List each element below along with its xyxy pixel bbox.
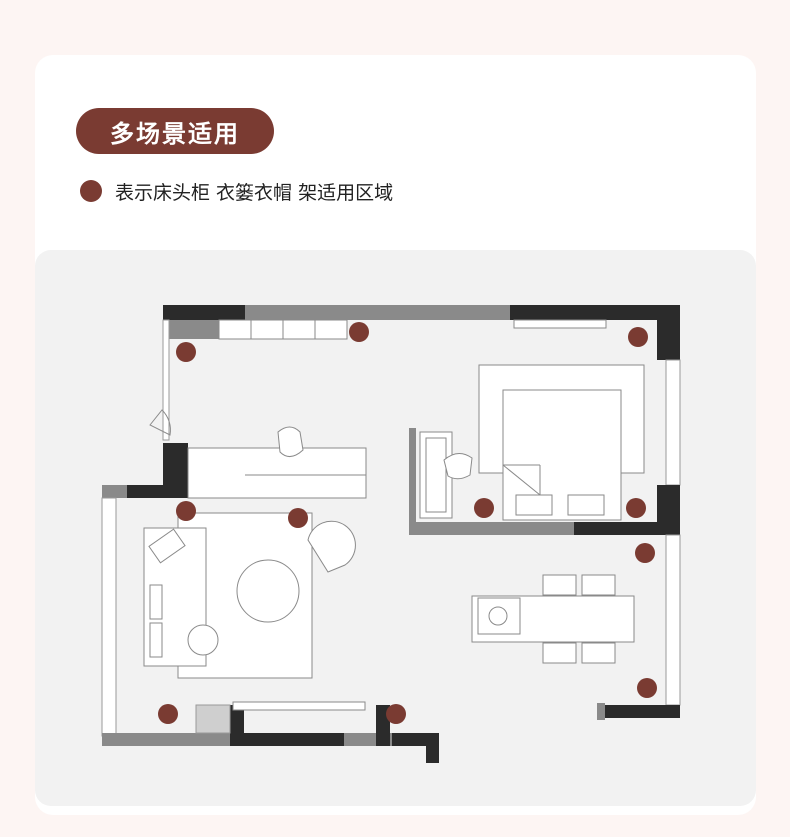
bedroom-chair [443, 453, 473, 480]
dining-chair [542, 642, 577, 664]
pillow [515, 494, 553, 516]
desk-chair [277, 426, 304, 457]
wall-segment [604, 705, 680, 718]
area-marker [635, 543, 655, 563]
wall-segment [510, 305, 680, 320]
sofa-cushion [148, 528, 186, 564]
area-marker [176, 342, 196, 362]
area-marker [637, 678, 657, 698]
wall-segment [230, 705, 244, 746]
wardrobe-inner [425, 437, 447, 513]
wall-segment [657, 305, 680, 360]
window [162, 319, 170, 441]
wall-segment [597, 703, 605, 720]
wall-segment [574, 522, 680, 535]
window [101, 497, 117, 737]
area-marker [386, 704, 406, 724]
wall-segment [102, 733, 230, 746]
coffee-table [236, 559, 300, 623]
wall-segment [163, 305, 245, 320]
area-marker [349, 322, 369, 342]
area-marker [628, 327, 648, 347]
window [665, 534, 681, 706]
door-swing [149, 409, 171, 436]
area-marker [626, 498, 646, 518]
side-table [187, 624, 219, 656]
armchair [307, 520, 356, 573]
dining-chair [542, 574, 577, 596]
wall-segment [426, 733, 439, 763]
tv-cabinet [232, 701, 366, 711]
legend: 表示床头柜 衣篓衣帽 架适用区域 [80, 176, 393, 206]
desk [187, 447, 367, 499]
wall-segment [102, 485, 127, 498]
bed-sheet-fold [502, 464, 541, 496]
area-marker [158, 704, 178, 724]
wall-segment [195, 704, 231, 734]
legend-text: 表示床头柜 衣篓衣帽 架适用区域 [115, 181, 394, 204]
dining-chair [581, 574, 616, 596]
scene-tag-label: 多场景适用 [110, 119, 240, 148]
wall-shelf [513, 319, 607, 329]
sofa-cushion [149, 622, 163, 658]
area-marker [474, 498, 494, 518]
sofa-cushion [149, 584, 163, 620]
legend-marker-icon [80, 180, 102, 202]
wall-segment [163, 320, 219, 339]
furniture [143, 319, 645, 711]
wall-segment [244, 733, 344, 746]
scene-tag: 多场景适用 [76, 108, 274, 154]
dining-chair [581, 642, 616, 664]
wall-segment [245, 305, 510, 320]
window [665, 359, 681, 486]
markers [158, 322, 657, 724]
area-marker [176, 501, 196, 521]
wall-segment [409, 522, 574, 535]
sink-basin [488, 606, 508, 626]
area-marker [288, 508, 308, 528]
wall-segment [409, 428, 416, 528]
pillow [567, 494, 605, 516]
